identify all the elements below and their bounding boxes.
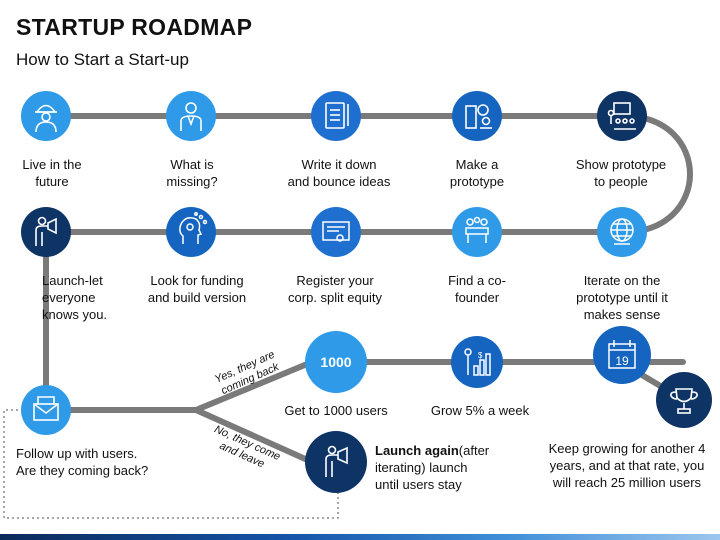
step-launch-again xyxy=(305,431,367,493)
page-subtitle: How to Start a Start-up xyxy=(16,50,189,69)
step-look-for-funding xyxy=(166,207,216,257)
step-iterate xyxy=(597,207,647,257)
step-live-in-future xyxy=(21,91,71,141)
step-register-corp xyxy=(311,207,361,257)
step-label-get-1000-users: Get to 1000 users xyxy=(284,403,388,418)
step-grow-5-percent: $ xyxy=(451,336,503,388)
step-follow-up xyxy=(21,385,71,435)
notepad-icon xyxy=(325,102,349,129)
speaker-icon xyxy=(325,445,348,477)
calendar-day: 19 xyxy=(615,354,629,368)
step-number-1000: 1000 xyxy=(320,354,351,370)
head-gears-icon xyxy=(179,212,208,244)
trophy-icon xyxy=(670,388,698,414)
svg-text:$: $ xyxy=(478,351,483,360)
calendar-icon xyxy=(608,340,636,369)
worker-icon xyxy=(35,104,57,133)
step-keep-growing xyxy=(656,372,712,428)
step-write-it-down xyxy=(311,91,361,141)
prototype-tools-icon xyxy=(465,104,492,129)
bottom-accent-bar xyxy=(0,534,720,540)
loop-back-dotted-line xyxy=(3,409,339,519)
step-label-find-cofounder: Find a co-founder xyxy=(448,273,506,305)
step-show-prototype xyxy=(597,91,647,141)
page-title: STARTUP ROADMAP xyxy=(16,14,253,40)
presentation-icon xyxy=(607,102,636,130)
speaker-icon xyxy=(35,216,57,246)
step-label-follow-up: Follow up with users.Are they coming bac… xyxy=(16,446,149,478)
team-meeting-icon xyxy=(465,216,489,243)
step-calendar: 19 xyxy=(593,326,651,384)
step-find-cofounder xyxy=(452,207,502,257)
businessman-icon xyxy=(180,102,202,131)
step-make-prototype xyxy=(452,91,502,141)
step-what-is-missing xyxy=(166,91,216,141)
step-get-1000-users: 1000 xyxy=(305,331,367,393)
step-label-launch-again: Launch again(after iterating) launch unt… xyxy=(375,443,490,492)
envelope-icon xyxy=(33,396,59,421)
step-launch-let xyxy=(21,207,71,257)
globe-icon xyxy=(610,218,634,245)
step-label-grow-5-percent: Grow 5% a week xyxy=(430,403,530,418)
certificate-icon xyxy=(322,221,350,242)
growth-chart-icon: $ xyxy=(464,348,491,376)
